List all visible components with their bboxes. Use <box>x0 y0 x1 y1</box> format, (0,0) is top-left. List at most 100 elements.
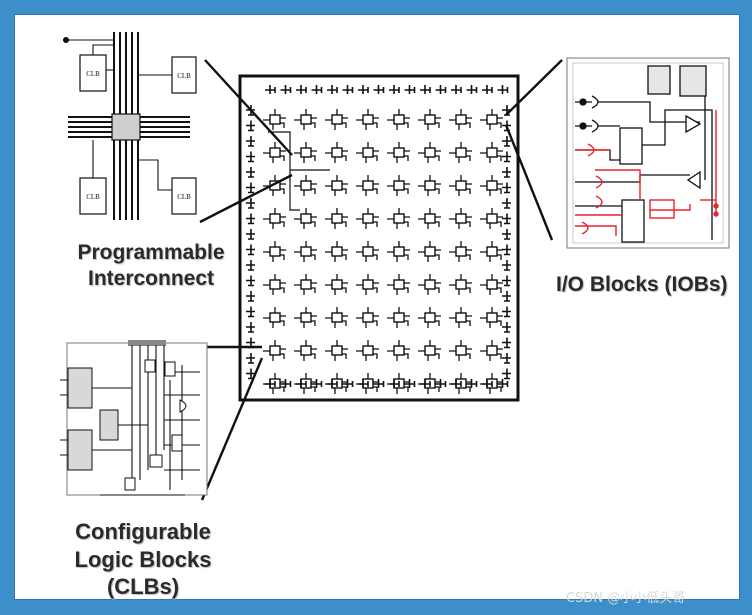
clb-tile <box>387 241 410 262</box>
clb-tile <box>325 109 348 130</box>
iob-pad <box>296 379 307 388</box>
iob-red-logic <box>575 110 719 236</box>
clb-tile <box>387 175 410 196</box>
iob-pad <box>420 379 431 388</box>
iob-pad <box>358 85 369 94</box>
clb-top-bus <box>128 340 166 346</box>
clb-tile <box>294 307 317 328</box>
iob-pad <box>466 379 478 388</box>
clb-tile <box>480 109 503 130</box>
clb-tile <box>449 307 472 328</box>
iob-pad <box>327 85 338 94</box>
iob-pad <box>280 379 292 388</box>
label-clb-line2: Logic Blocks (CLBs) <box>74 546 212 600</box>
iob-register-top <box>647 65 671 95</box>
iob-inset <box>566 57 730 249</box>
clb-tile <box>449 241 472 262</box>
clb-tile <box>480 175 503 196</box>
iob-pad <box>311 379 323 388</box>
clb-tile <box>480 307 503 328</box>
clb-tile <box>263 274 286 295</box>
iob-pad <box>246 306 255 318</box>
clb-tile <box>263 307 286 328</box>
iob-pad <box>497 379 509 388</box>
iob-pad <box>502 291 511 302</box>
clb-tile <box>387 109 410 130</box>
iob-pad <box>296 85 307 94</box>
clb-tile <box>263 109 286 130</box>
label-configurable-logic-blocks: Configurable Logic Blocks (CLBs) <box>38 518 248 601</box>
clb-tile <box>263 241 286 262</box>
clb-tile <box>387 340 410 361</box>
iob-pad <box>373 85 385 94</box>
iob-pad <box>246 198 255 209</box>
iob-pad <box>404 85 416 94</box>
clb-tile <box>325 142 348 163</box>
clb-lut-middle <box>99 409 119 441</box>
iob-flipflop-2 <box>621 199 645 243</box>
iob-pad <box>246 120 255 132</box>
clb-tile <box>263 142 286 163</box>
iob-pad <box>246 167 255 178</box>
iob-pad <box>502 322 511 333</box>
clb-tile <box>418 274 441 295</box>
iob-pad <box>246 244 255 256</box>
iob-pad <box>502 151 511 163</box>
array-routing-highlight <box>268 131 330 211</box>
iob-flipflop-1 <box>619 127 643 165</box>
iob-pad <box>502 275 511 287</box>
clb-lut-top <box>67 367 93 409</box>
clb-tile <box>387 208 410 229</box>
iob-pad <box>246 136 255 147</box>
clb-tile <box>418 208 441 229</box>
clb-tile <box>387 142 410 163</box>
clb-tile <box>294 274 317 295</box>
iob-pad <box>502 198 511 209</box>
clb-tile <box>418 175 441 196</box>
clb-tile <box>294 175 317 196</box>
callout-clb-bottom <box>200 357 264 501</box>
clb-tile <box>449 109 472 130</box>
clb-tile <box>418 241 441 262</box>
iob-pad <box>280 85 292 94</box>
fpga-array-border <box>238 74 520 402</box>
clb-tile <box>418 142 441 163</box>
clb-tile <box>449 340 472 361</box>
label-interconnect-line1: Programmable <box>77 241 225 264</box>
iob-pad <box>502 229 511 240</box>
iob-pad <box>246 275 255 287</box>
iob-pad <box>502 337 511 349</box>
clb-tile <box>449 142 472 163</box>
iob-pad <box>502 182 511 194</box>
iob-pad <box>246 322 255 333</box>
iob-pad <box>502 136 511 147</box>
callout-interconnect-top <box>204 59 293 156</box>
iob-pad <box>327 379 338 388</box>
iob-pad <box>342 379 354 388</box>
clb-tile <box>356 175 379 196</box>
clb-tile <box>418 109 441 130</box>
label-io-blocks: I/O Blocks (IOBs) <box>556 273 728 296</box>
clb-tile <box>263 208 286 229</box>
clb-tile <box>480 340 503 361</box>
clb-tile <box>480 241 503 262</box>
clb-tile <box>325 274 348 295</box>
iob-pad <box>435 85 447 94</box>
clb-tile <box>449 274 472 295</box>
callout-iob-top <box>505 59 563 116</box>
iob-pad <box>482 379 493 388</box>
iob-pad <box>246 229 255 240</box>
clb-tile <box>325 340 348 361</box>
interconnect-connections <box>62 36 172 191</box>
iob-pad <box>389 85 400 94</box>
clb-inset <box>60 340 208 496</box>
iob-pad <box>358 379 369 388</box>
clb-tile <box>263 340 286 361</box>
clb-box-text-top-right: CLB <box>177 72 191 80</box>
clb-box-top-right <box>171 56 197 94</box>
clb-box-top-left <box>79 54 107 92</box>
iob-pad <box>404 379 416 388</box>
iob-pad <box>451 379 462 388</box>
iob-pad <box>502 213 511 225</box>
